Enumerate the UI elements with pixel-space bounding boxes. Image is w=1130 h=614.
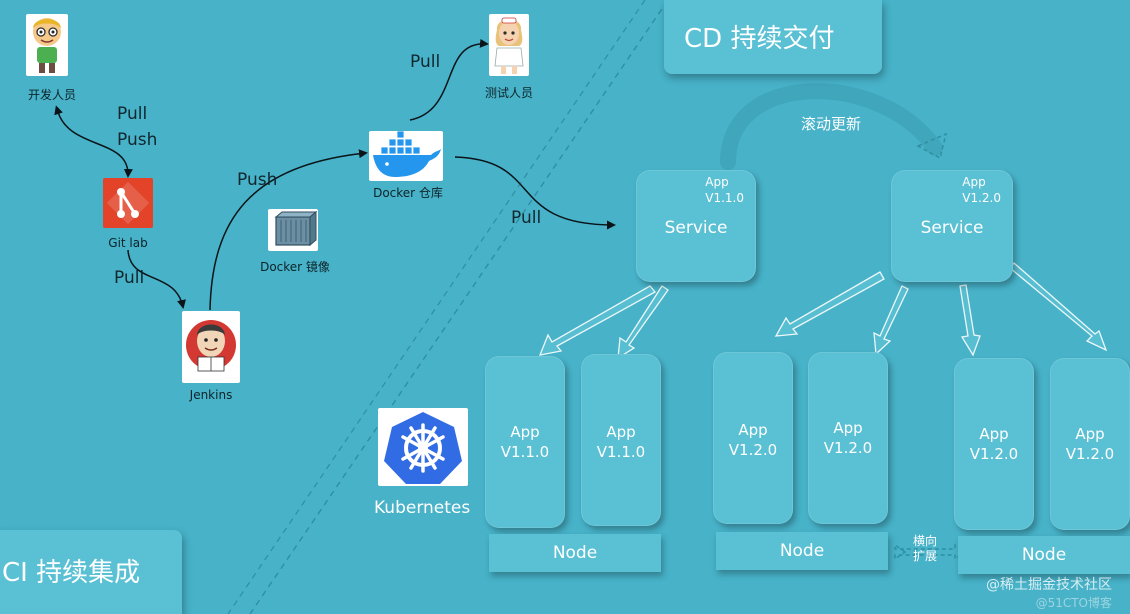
rolling-update-label: 滚动更新 — [801, 115, 862, 133]
pod-1[interactable]: App V1.1.0 — [485, 356, 565, 528]
tester-avatar — [489, 14, 529, 76]
gitlab-label: Git lab — [108, 236, 148, 250]
service-v110-app: App — [705, 175, 729, 189]
arrow-svc2-pod6 — [1009, 262, 1108, 352]
pod-4-version: V1.2.0 — [823, 439, 873, 457]
arrow-svc1-pod1 — [538, 285, 657, 356]
scale-out-text: 横向 扩展 — [912, 534, 937, 563]
service-v120-version: App V1.2.0 — [962, 174, 1001, 206]
pod-3-version: V1.2.0 — [728, 441, 778, 459]
docker-registry-box — [369, 130, 443, 181]
watermark-juejin: @稀土掘金技术社区 — [986, 577, 1112, 593]
pod-2[interactable]: App V1.1.0 — [581, 354, 661, 526]
service-v120[interactable]: App V1.2.0 Service — [891, 170, 1013, 282]
service-v120-label: Service — [920, 218, 984, 238]
tester-label: 测试人员 — [484, 86, 533, 100]
rolling-update-arrowhead — [916, 132, 948, 160]
jenkins-label: Jenkins — [189, 388, 233, 402]
developer-icon — [33, 18, 61, 73]
service-v120-app: App — [962, 175, 986, 189]
arrow-svc2-pod3 — [774, 271, 885, 337]
node-2[interactable]: Node — [716, 532, 888, 570]
service-v110-ver: V1.1.0 — [705, 191, 744, 205]
ci-title-banner: CI 持续集成 — [0, 530, 182, 614]
pod-1-app: App — [510, 423, 540, 441]
cd-title-banner: CD 持续交付 — [664, 0, 882, 74]
scale-out-label: 横向 扩展 — [905, 534, 945, 564]
service-v110-version: App V1.1.0 — [705, 174, 744, 206]
pod-5-version: V1.2.0 — [969, 445, 1019, 463]
arrow-svc1-pod2 — [617, 285, 669, 360]
ci-title: CI 持续集成 — [2, 558, 141, 588]
docker-whale-icon — [373, 130, 441, 177]
git-jenkins-pull-label: Pull — [114, 268, 145, 288]
pod-3[interactable]: App V1.2.0 — [713, 352, 793, 524]
node-3[interactable]: Node — [958, 536, 1130, 574]
container-icon — [274, 210, 318, 247]
arrow-svc2-pod5 — [959, 284, 981, 357]
kubernetes-label: Kubernetes — [374, 498, 471, 518]
docker-image-label: Docker 镜像 — [260, 260, 330, 274]
service-v110-label: Service — [664, 218, 728, 238]
docker-registry-label: Docker 仓库 — [373, 186, 443, 200]
git-icon — [106, 181, 150, 225]
gitlab-logo-box — [103, 178, 153, 228]
service-pod-arrows — [538, 262, 1108, 360]
pod-3-app: App — [738, 421, 768, 439]
service-v120-ver: V1.2.0 — [962, 191, 1001, 205]
jenkins-icon — [186, 320, 236, 372]
registry-service-pull-label: Pull — [511, 208, 542, 228]
pod-6[interactable]: App V1.2.0 — [1050, 358, 1130, 530]
pod-4-app: App — [833, 419, 863, 437]
pod-5[interactable]: App V1.2.0 — [954, 358, 1034, 530]
cd-title: CD 持续交付 — [684, 24, 835, 54]
developer-label: 开发人员 — [27, 88, 76, 102]
kubernetes-icon — [384, 412, 462, 484]
watermark-51cto: @51CTO博客 — [1035, 596, 1112, 610]
pod-6-app: App — [1075, 425, 1105, 443]
dev-git-pull-label: Pull — [117, 104, 148, 124]
pod-2-app: App — [606, 423, 636, 441]
docker-image-box — [268, 209, 318, 251]
pod-6-version: V1.2.0 — [1065, 445, 1115, 463]
arrow-svc2-pod4 — [873, 285, 909, 356]
service-v110[interactable]: App V1.1.0 Service — [636, 170, 756, 282]
jenkins-registry-push-label: Push — [237, 170, 278, 190]
tester-icon — [494, 17, 524, 74]
developer-avatar — [26, 14, 68, 76]
pod-1-version: V1.1.0 — [500, 443, 550, 461]
pod-5-app: App — [979, 425, 1009, 443]
pod-2-version: V1.1.0 — [596, 443, 646, 461]
jenkins-logo-box — [182, 311, 240, 383]
kubernetes-logo-box — [378, 408, 468, 486]
dev-git-push-label: Push — [117, 130, 158, 150]
registry-tester-pull-label: Pull — [410, 52, 441, 72]
node-1[interactable]: Node — [489, 534, 661, 572]
ci-cd-divider-2 — [227, 0, 646, 614]
pod-4[interactable]: App V1.2.0 — [808, 352, 888, 524]
